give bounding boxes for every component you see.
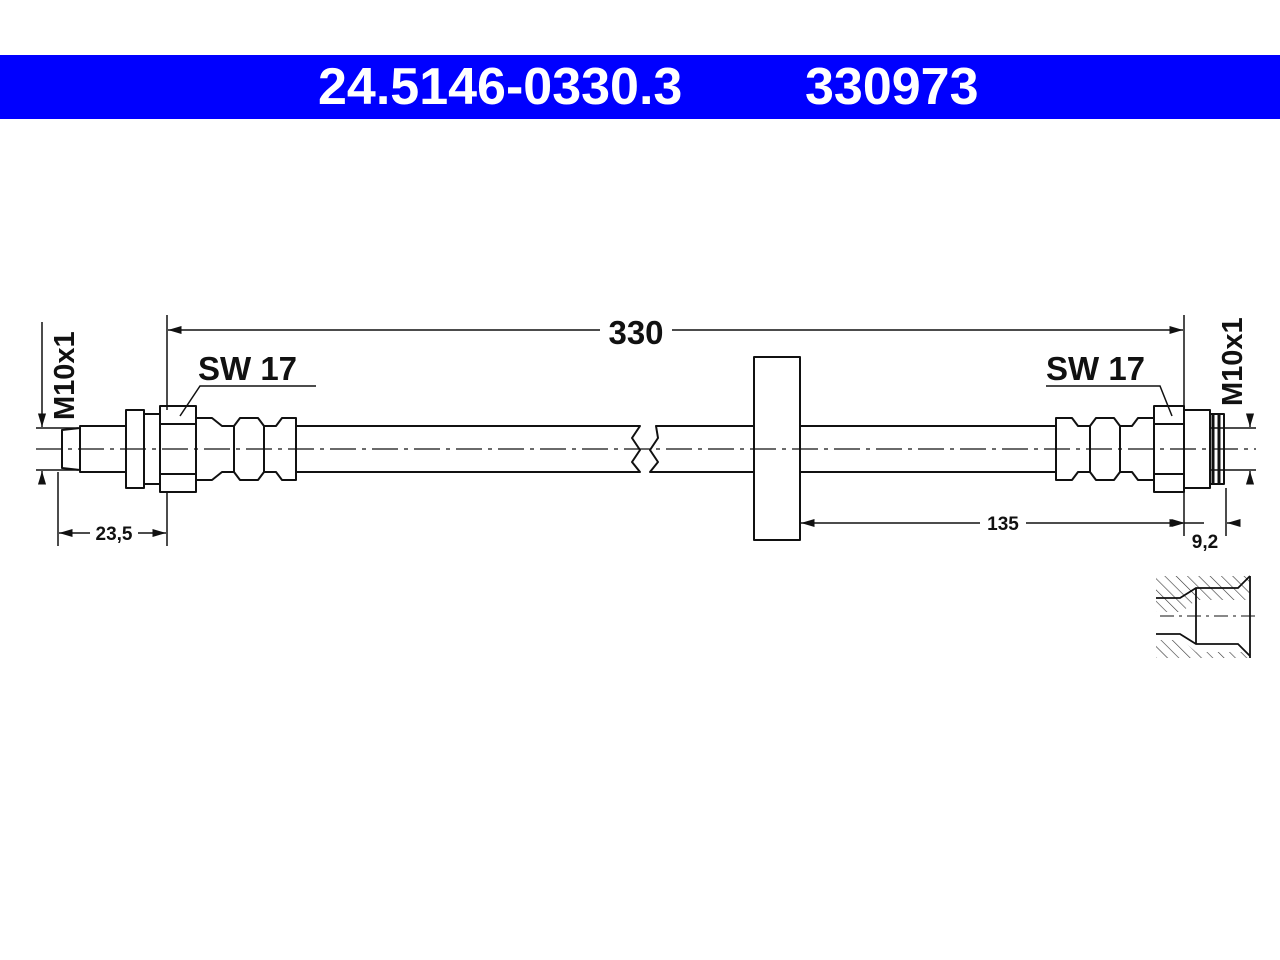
dimension-bracket-offset (801, 492, 1185, 536)
left-thread-label: M10x1 (49, 331, 81, 420)
overall-length-label: 330 (608, 314, 663, 351)
right-wrench-leader (1046, 385, 1173, 417)
dimension-left-fitting (57, 472, 168, 546)
dimension-left-thread (36, 322, 78, 485)
bracket-offset-label: 135 (987, 514, 1019, 535)
left-wrench-size-label: SW 17 (198, 350, 297, 387)
port-detail-section (1156, 575, 1260, 658)
left-wrench-leader (179, 385, 316, 417)
reference-number: 330973 (805, 58, 979, 116)
dimension-overall-length (166, 315, 1185, 410)
right-wrench-size-label: SW 17 (1046, 350, 1145, 387)
dimension-right-fitting (1184, 488, 1241, 536)
right-fitting-length-label: 9,2 (1192, 532, 1218, 553)
left-fitting-length-label: 23,5 (96, 524, 133, 545)
dimension-right-thread (1210, 413, 1256, 485)
right-thread-label: M10x1 (1217, 317, 1249, 406)
header-bar: 24.5146-0330.3 330973 (0, 55, 1280, 119)
left-fitting (61, 405, 297, 493)
part-number: 24.5146-0330.3 (318, 58, 683, 116)
